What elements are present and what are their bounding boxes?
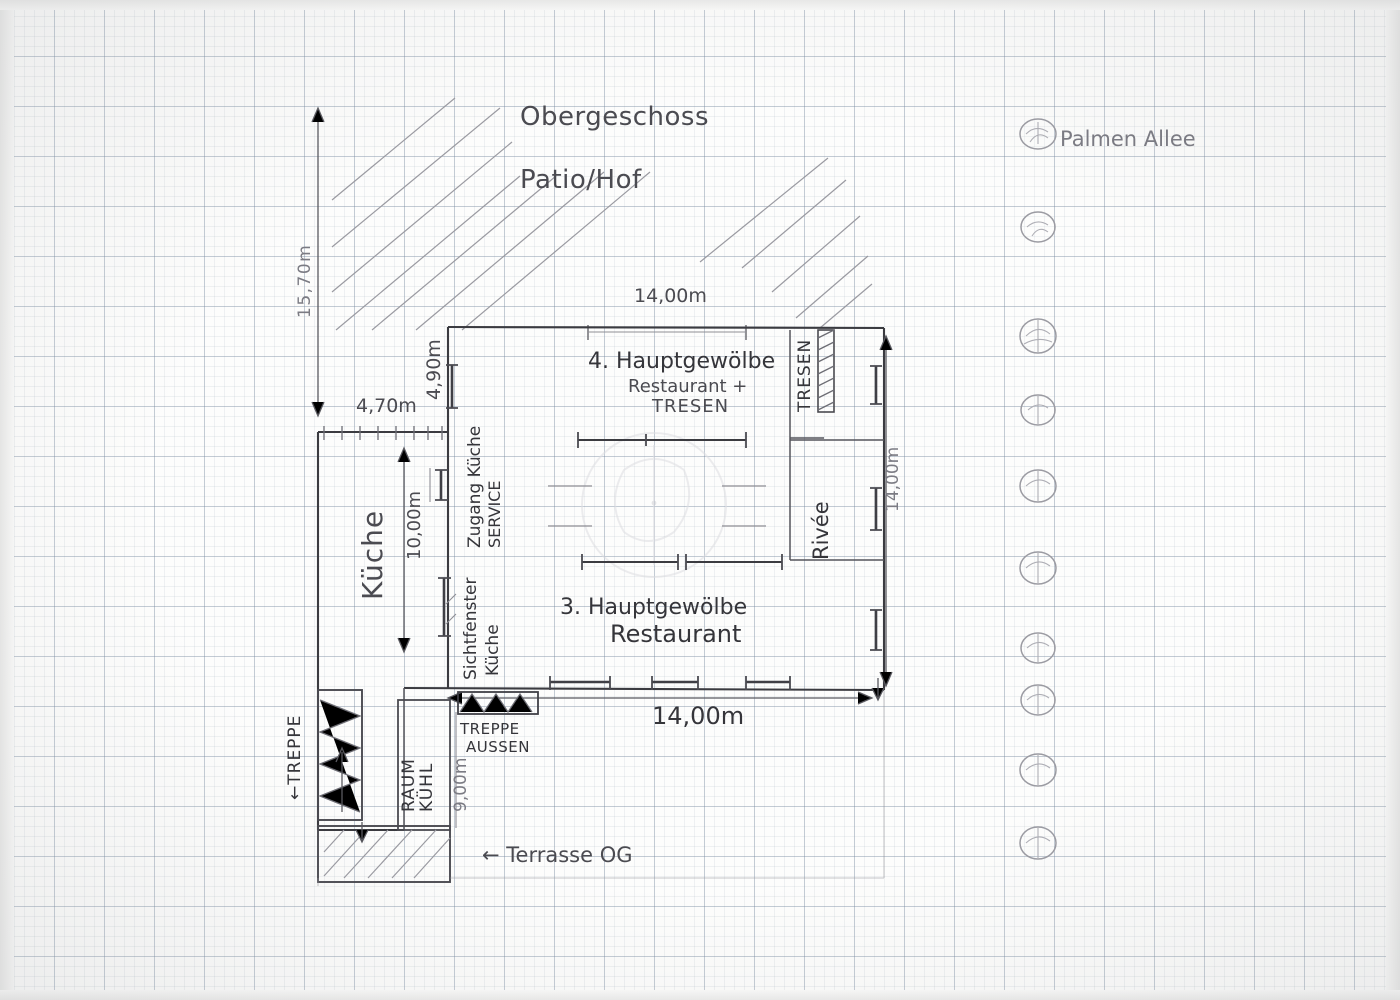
- page-title-obergeschoss: Obergeschoss: [520, 102, 709, 132]
- label-vault3-title: 3. Hauptgewölbe: [560, 595, 747, 620]
- label-vault4-sub2: TRESEN: [651, 396, 729, 417]
- kitchen-access-door: [429, 468, 448, 502]
- label-tresen: TRESEN: [795, 339, 815, 413]
- dimension-label-bottom: 14,00m: [652, 702, 744, 730]
- dimension-label-kitchen-width: 4,70m: [356, 395, 417, 417]
- dimension-label-top: 14,00m: [634, 285, 707, 307]
- dimension-label-upper-left: 4,90m: [423, 339, 445, 400]
- label-zugang-kueche: Zugang Küche: [465, 426, 485, 548]
- watermark-logo: [581, 432, 727, 578]
- dimension-label-kitchen-height: 10,00m: [404, 491, 425, 560]
- label-treppe-aussen-1: TREPPE: [459, 720, 520, 738]
- label-service: SERVICE: [485, 481, 504, 548]
- label-terrasse-og: ← Terrasse OG: [482, 843, 633, 867]
- palm-tree-icon: [1019, 753, 1057, 787]
- palm-tree-icon: [1019, 118, 1057, 150]
- label-rivee: Rivée: [809, 501, 833, 560]
- label-treppe-aussen-2: AUSSEN: [466, 738, 530, 756]
- tresen-counter: [817, 329, 835, 413]
- label-kueche: Küche: [356, 510, 389, 600]
- label-patio-hof: Patio/Hof: [520, 165, 642, 195]
- label-sichtfenster-kueche: Küche: [483, 624, 503, 676]
- palm-tree-icon: [1019, 826, 1057, 860]
- treppe-aussen-stairs: [457, 691, 539, 715]
- label-vault4-sub1: Restaurant +: [628, 376, 747, 397]
- palm-tree-icon: [1019, 469, 1057, 503]
- faint-construction-lines: [317, 690, 885, 886]
- wall-opening-upper-left: [446, 364, 458, 409]
- palm-tree-icon: [1019, 551, 1057, 585]
- interior-wall-segments: [548, 432, 824, 570]
- bottom-wall-openings: [549, 676, 791, 690]
- label-sichtfenster: Sichtfenster: [461, 577, 481, 680]
- right-wall-openings: [870, 365, 882, 651]
- dimension-label-cold-room: 9,00m: [451, 758, 471, 812]
- patio-hatching-right: [699, 157, 873, 329]
- sheet-edge-top: [0, 0, 1400, 10]
- dimension-label-left: 15,70m: [295, 244, 315, 318]
- terrasse-area: [317, 822, 451, 883]
- kitchen-top-wall-hatch: [323, 426, 443, 440]
- treppe-main-stairs: [317, 689, 363, 821]
- label-treppe: ←TREPPE: [285, 715, 305, 800]
- palm-tree-icon: [1019, 318, 1057, 354]
- palm-avenue-group: [1019, 118, 1057, 860]
- label-raum: RAUM: [399, 758, 419, 812]
- label-kuehl: KÜHL: [415, 763, 437, 812]
- sheet-edge-left: [0, 0, 14, 1000]
- kitchen-viewing-window: [438, 577, 457, 637]
- palm-tree-icon: [1020, 211, 1056, 243]
- label-vault3-sub: Restaurant: [610, 620, 741, 648]
- kuehl-raum-room: [397, 699, 451, 831]
- dimension-kitchen-height: [397, 446, 411, 654]
- label-vault4-title: 4. Hauptgewölbe: [588, 349, 775, 374]
- graph-paper-background: [4, 6, 1396, 994]
- dimension-left-15-70: [311, 106, 325, 418]
- sheet-edge-bottom: [0, 990, 1400, 1000]
- label-palmen: Palmen Allee: [1060, 127, 1196, 151]
- sheet-edge-right: [1386, 0, 1400, 1000]
- palm-tree-icon: [1020, 632, 1056, 664]
- dimension-right-14-00: [879, 334, 893, 688]
- palm-tree-icon: [1020, 394, 1056, 426]
- dimension-label-right: 14,00m: [883, 447, 903, 512]
- palm-tree-icon: [1020, 684, 1056, 716]
- patio-hatching: [331, 97, 651, 331]
